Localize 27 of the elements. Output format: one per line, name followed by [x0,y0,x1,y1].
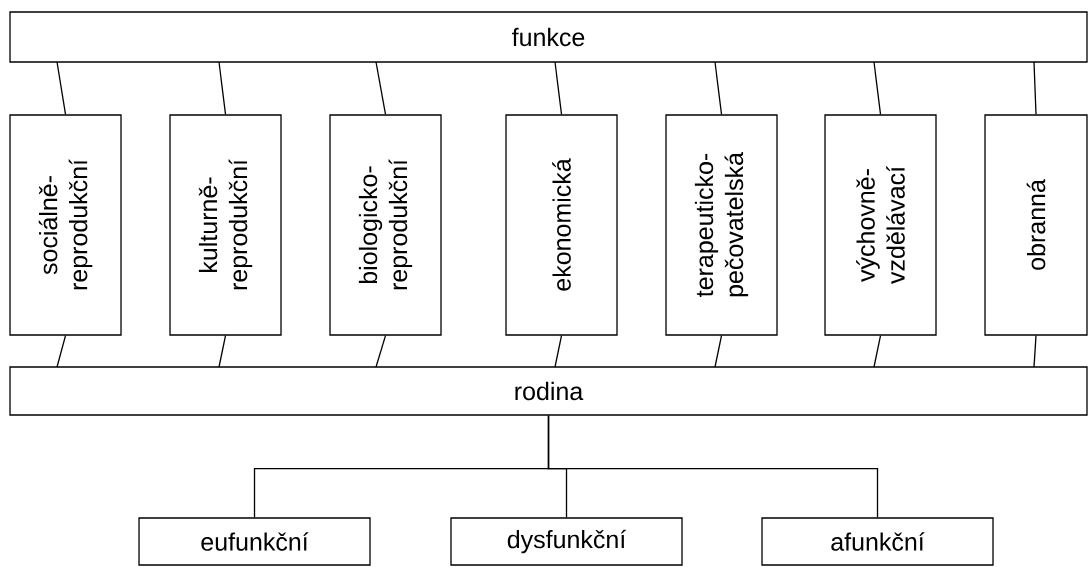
connector-line [554,61,563,115]
connector-line [375,335,387,368]
function-box: sociálně- reprodukční [9,114,122,336]
connector-line [218,335,227,368]
connector-line [714,61,723,115]
function-box: obranná [984,114,1088,336]
connector-line [56,61,67,115]
connector-line [375,61,387,115]
connector-line [56,335,67,368]
connector-line [218,61,227,115]
type-box: dysfunkční [450,517,683,566]
function-box: biologicko- reprodukční [329,114,442,336]
function-box: ekonomická [505,114,618,336]
band-box: funkce [9,11,1088,63]
connector-line [1033,335,1037,368]
connector-line [873,61,882,115]
connector-line [1033,61,1037,115]
connector-line [547,415,879,518]
connector-line [554,335,563,368]
type-box: afunkční [761,517,994,566]
type-box: eufunkční [138,517,371,566]
function-box: kulturně- reprodukční [169,114,282,336]
function-box: výchovně- vzdělávací [824,114,937,336]
connector-line [714,335,723,368]
connector-line [873,335,882,368]
function-box: terapeuticko- pečovatelská [665,114,778,336]
band-box: rodina [9,366,1088,416]
